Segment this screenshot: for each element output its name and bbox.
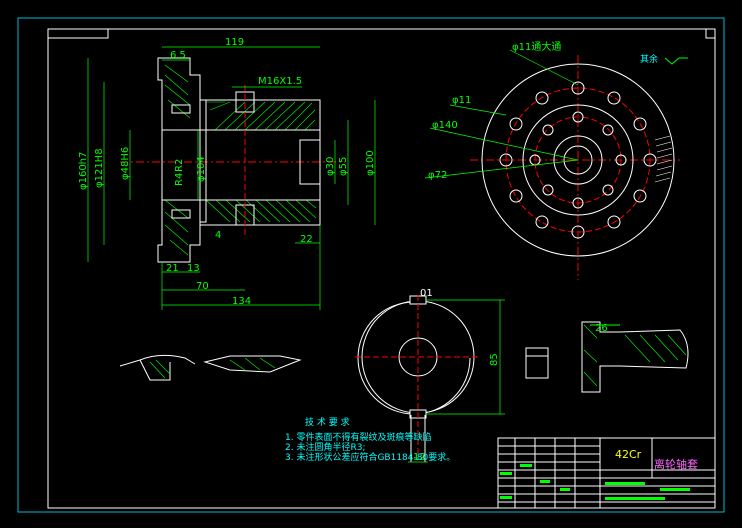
outer-flange-circle [481, 63, 675, 257]
mid-circle [522, 104, 634, 216]
note-3: 3. 未注形状公差应符合GB1184-80要求。 [285, 451, 455, 463]
left-details [119, 354, 302, 381]
dim-dia160: φ160h7 [78, 152, 89, 190]
dim-70: 70 [196, 281, 209, 292]
part-name: 离轮轴套 [654, 457, 698, 471]
dim-22: 22 [300, 234, 313, 245]
dim-4: 4 [215, 230, 221, 241]
bolt-circle-outer [505, 87, 651, 233]
dim-dia48: φ48H6 [120, 147, 131, 180]
dim-dia121: φ121H8 [94, 148, 105, 188]
dim-6-5: 6.5 [170, 50, 186, 61]
corner-mark [705, 28, 716, 39]
dim-dia72: φ72 [428, 170, 447, 181]
material-label: 42Cr [615, 448, 642, 461]
dim-dia30: φ30 [325, 157, 336, 176]
title-block: 42Cr 离轮轴套 [497, 437, 716, 509]
outer-bolt-holes [499, 81, 657, 239]
dim-dia55: φ55 [338, 157, 349, 176]
dim-85: 85 [489, 353, 500, 366]
technical-notes: 技 术 要 求 1. 零件表面不得有裂纹及斑痕等缺陷 2. 未注圆角半径R3; … [285, 416, 455, 463]
dim-dia140: φ140 [432, 120, 458, 131]
section-marker: 01 [420, 288, 433, 299]
dim-134: 134 [232, 296, 251, 307]
flange-hole-top [171, 104, 191, 114]
inner-bolt-holes [529, 111, 627, 209]
note-2: 2. 未注圆角半径R3; [285, 441, 365, 453]
flange-outline [157, 57, 207, 263]
dim-thread: M16X1.5 [258, 76, 302, 87]
roughness-label: 其余 [640, 53, 658, 65]
dim-r4: R4 [174, 173, 185, 186]
bore-circle [553, 135, 603, 185]
notes-title: 技 术 要 求 [305, 416, 350, 428]
dim-21: 21 [166, 263, 179, 274]
dim-12: 12 [413, 452, 426, 463]
bolt-circle-inner [534, 116, 622, 204]
note-1: 1. 零件表面不得有裂纹及斑痕等缺陷 [285, 431, 431, 443]
dim-dia100: φ100 [365, 150, 376, 176]
flange-hole-bottom [171, 209, 191, 219]
corner-code-box [47, 28, 109, 39]
inner-border [47, 28, 716, 509]
dim-119: 119 [225, 37, 244, 48]
section-view: 01 85 12 26 [119, 288, 689, 463]
key-detail [525, 347, 549, 379]
dim-26: 26 [595, 323, 608, 334]
roughness-symbol [664, 57, 688, 65]
dim-dia11: φ11 [452, 95, 471, 106]
front-view: 119 6.5 M16X1.5 φ160h7 φ121H8 φ48H6 R2 R… [78, 37, 376, 310]
dim-dia104: φ104 [196, 156, 207, 182]
outer-border [17, 17, 725, 513]
end-recess [299, 139, 321, 185]
dim-13: 13 [187, 263, 200, 274]
dim-holes: φ11通大通 [512, 40, 561, 53]
inner-bore-circle [563, 145, 593, 175]
side-view: φ11通大通 φ11 φ140 φ72 其余 [424, 40, 688, 280]
partial-section-right: 26 [581, 321, 689, 393]
dim-r2: R2 [174, 159, 185, 172]
